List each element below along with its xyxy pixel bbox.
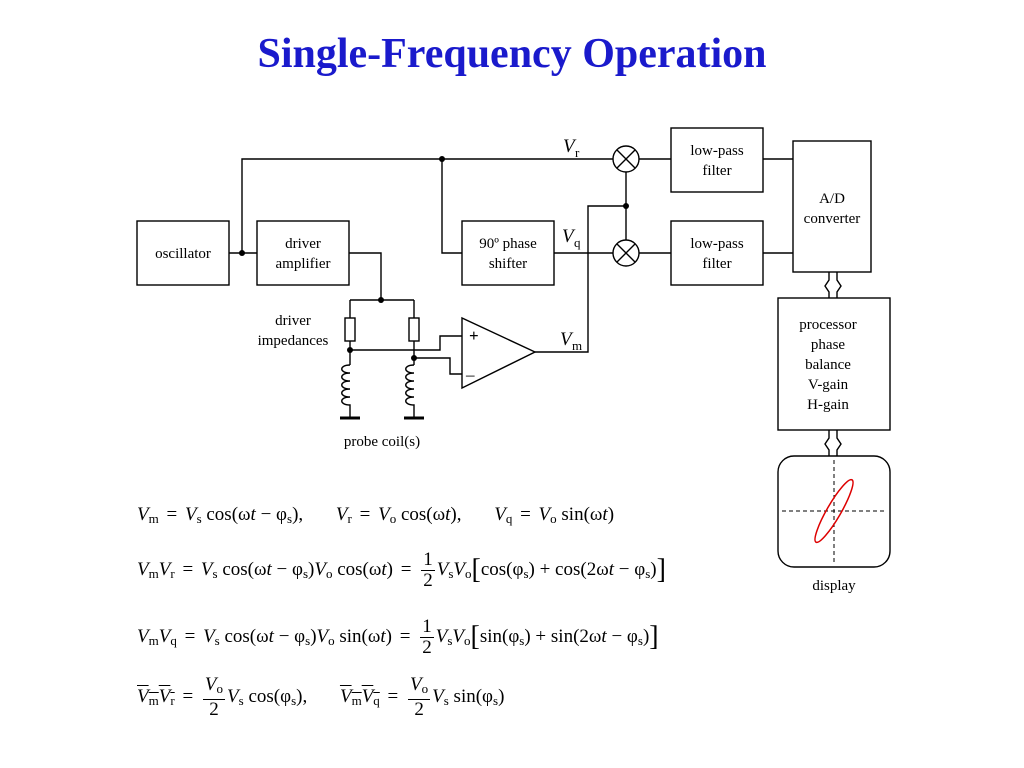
vm-signal-label: V m <box>560 329 582 353</box>
display-label: display <box>812 578 856 594</box>
adc-label-line2: converter <box>804 211 861 227</box>
vr-main: V <box>563 136 577 157</box>
vr-signal-label: V r <box>563 136 580 160</box>
adc-label-line1: A/D <box>819 191 845 207</box>
low-pass-filter-top: low-pass filter <box>670 127 764 193</box>
low-pass-filter-bottom: low-pass filter <box>670 220 764 286</box>
display-scope <box>777 455 891 568</box>
lissajous-trace <box>814 478 854 544</box>
vr-sub: r <box>575 145 580 160</box>
opamp-minus: – <box>465 365 475 384</box>
mixer-bottom <box>612 239 640 267</box>
eq1-vq: Vq = Vo sin(ωt) <box>494 504 615 526</box>
vq-sub: q <box>574 235 581 250</box>
processor-label-line2: phase <box>811 337 845 353</box>
eq1-vm: Vm = Vs cos(ωt − φs), <box>137 504 304 526</box>
lpf-bottom-label-line1: low-pass <box>690 236 743 252</box>
lpf-bottom-label-line2: filter <box>702 256 731 272</box>
driver-impedances-label-line1: driver <box>275 313 311 329</box>
phase-shifter-block: 90º phase shifter <box>461 220 555 286</box>
driver-impedances-label-line2: impedances <box>258 333 329 349</box>
driver-amplifier-block: driver amplifier <box>256 220 350 286</box>
slide-title: Single-Frequency Operation <box>257 31 767 77</box>
processor-label-line1: processor <box>799 317 856 333</box>
driver-amplifier-label-line1: driver <box>285 236 321 252</box>
phase-shifter-label-line2: shifter <box>489 256 527 272</box>
probe-coils-label: probe coil(s) <box>344 434 420 450</box>
processor-label-line4: V-gain <box>808 377 849 393</box>
probe-coils <box>340 364 424 420</box>
driver-impedance-resistors <box>344 317 420 342</box>
vq-signal-label: V q <box>562 226 581 250</box>
mixer-top <box>612 145 640 173</box>
lpf-top-label-line2: filter <box>702 163 731 179</box>
equation-signals: Vm = Vs cos(ωt − φs), Vr = Vo cos(ωt), V… <box>137 504 614 527</box>
ad-converter-block: A/D converter <box>792 140 872 273</box>
vm-main: V <box>560 329 574 350</box>
bus-arrow-processor-to-display <box>824 430 842 456</box>
opamp-plus: + <box>469 326 479 345</box>
oscillator-block: oscillator <box>136 220 230 286</box>
op-amp: + – <box>461 316 537 390</box>
processor-label-line3: balance <box>805 357 851 373</box>
phase-shifter-label-line1: 90º phase <box>479 236 537 252</box>
lpf-top-label-line1: low-pass <box>690 143 743 159</box>
oscillator-label: oscillator <box>155 246 211 262</box>
processor-label-line5: H-gain <box>807 397 849 413</box>
vq-main: V <box>562 226 576 247</box>
junction-dots <box>239 156 629 361</box>
bus-arrow-adc-to-processor <box>824 272 842 298</box>
eq1-vr: Vr = Vo cos(ωt), <box>335 504 462 526</box>
processor-block: processor phase balance V-gain H-gain <box>777 297 891 431</box>
driver-amplifier-label-line2: amplifier <box>276 256 331 272</box>
vm-sub: m <box>572 338 582 353</box>
